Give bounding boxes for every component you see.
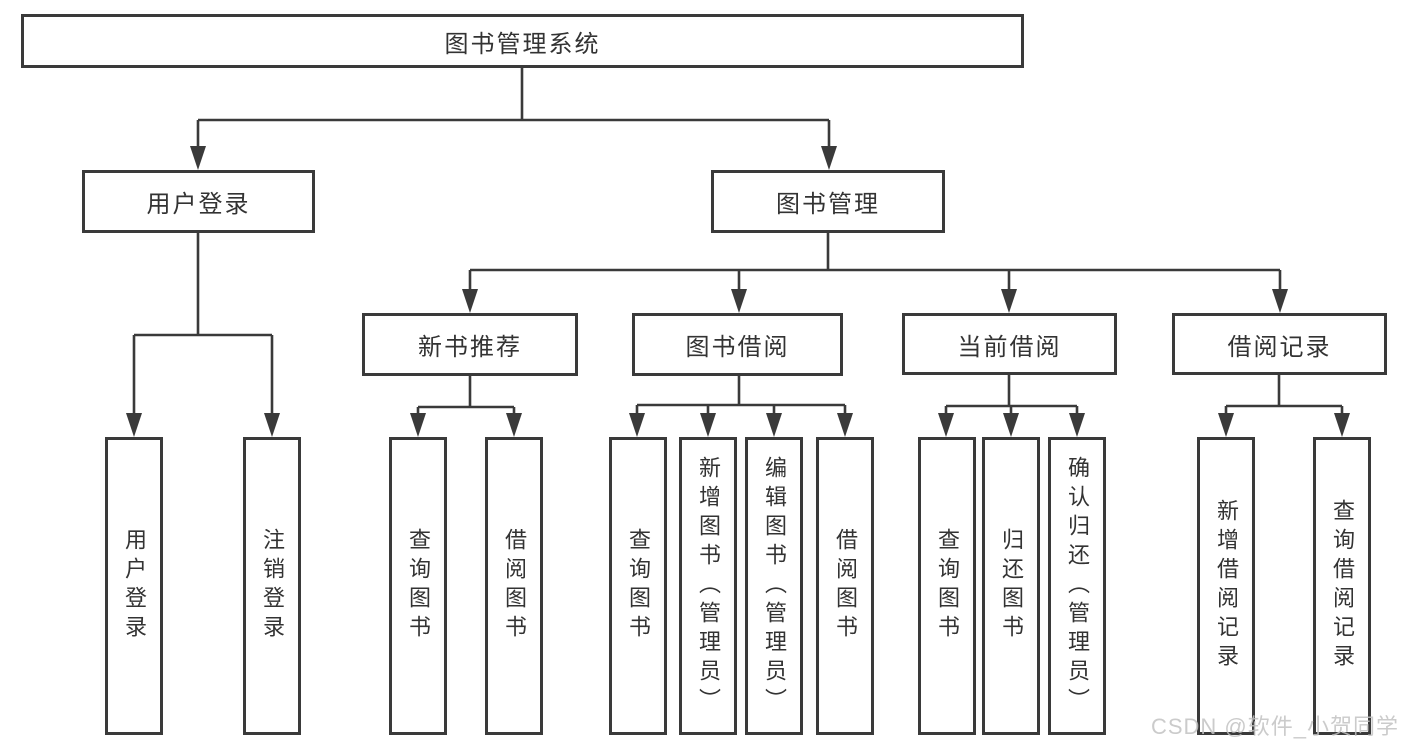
- csdn-watermark: CSDN @软件_小贺同学: [1150, 714, 1399, 739]
- leaf-label: 新增图书（管理员）: [696, 455, 721, 717]
- leaf-query-books-borrow: 查询图书: [609, 437, 667, 735]
- node-borrowing-records: 借阅记录: [1172, 313, 1387, 375]
- leaf-label: 注销登录: [260, 528, 285, 644]
- node-label: 图书管理系统: [444, 30, 601, 58]
- node-new-book-recommend: 新书推荐: [362, 313, 578, 376]
- leaf-borrow-books-recommend: 借阅图书: [485, 437, 543, 735]
- leaf-user-login: 用户登录: [105, 437, 163, 735]
- leaf-label: 借阅图书: [833, 528, 858, 644]
- leaf-label: 编辑图书（管理员）: [762, 455, 787, 717]
- leaf-edit-book-admin: 编辑图书（管理员）: [745, 437, 803, 735]
- leaf-confirm-return-admin: 确认归还（管理员）: [1048, 437, 1106, 735]
- node-label: 新书推荐: [418, 334, 522, 361]
- leaf-return-books: 归还图书: [982, 437, 1040, 735]
- leaf-add-borrow-record: 新增借阅记录: [1197, 437, 1255, 735]
- leaf-label: 确认归还（管理员）: [1065, 455, 1090, 717]
- leaf-label: 查询图书: [626, 528, 651, 644]
- leaf-borrow-books: 借阅图书: [816, 437, 874, 735]
- node-book-borrowing: 图书借阅: [632, 313, 843, 376]
- leaf-label: 归还图书: [999, 528, 1024, 644]
- leaf-query-borrow-record: 查询借阅记录: [1313, 437, 1371, 735]
- node-label: 当前借阅: [957, 333, 1062, 361]
- leaf-label: 查询图书: [935, 528, 960, 644]
- leaf-query-books-recommend: 查询图书: [389, 437, 447, 735]
- leaf-add-book-admin: 新增图书（管理员）: [679, 437, 737, 735]
- node-current-borrowing: 当前借阅: [902, 313, 1117, 375]
- node-user-login: 用户登录: [82, 170, 315, 233]
- leaf-logout: 注销登录: [243, 437, 301, 735]
- leaf-query-books-current: 查询图书: [918, 437, 976, 735]
- leaf-label: 查询借阅记录: [1330, 499, 1355, 673]
- node-label: 用户登录: [146, 191, 251, 218]
- node-library-management-system: 图书管理系统: [21, 14, 1024, 68]
- leaf-label: 借阅图书: [502, 528, 527, 644]
- leaf-label: 用户登录: [122, 528, 147, 644]
- leaf-label: 新增借阅记录: [1214, 499, 1239, 673]
- leaf-label: 查询图书: [406, 528, 431, 644]
- node-label: 图书借阅: [685, 334, 790, 361]
- node-book-management: 图书管理: [711, 170, 945, 233]
- node-label: 图书管理: [776, 191, 880, 218]
- node-label: 借阅记录: [1227, 333, 1332, 361]
